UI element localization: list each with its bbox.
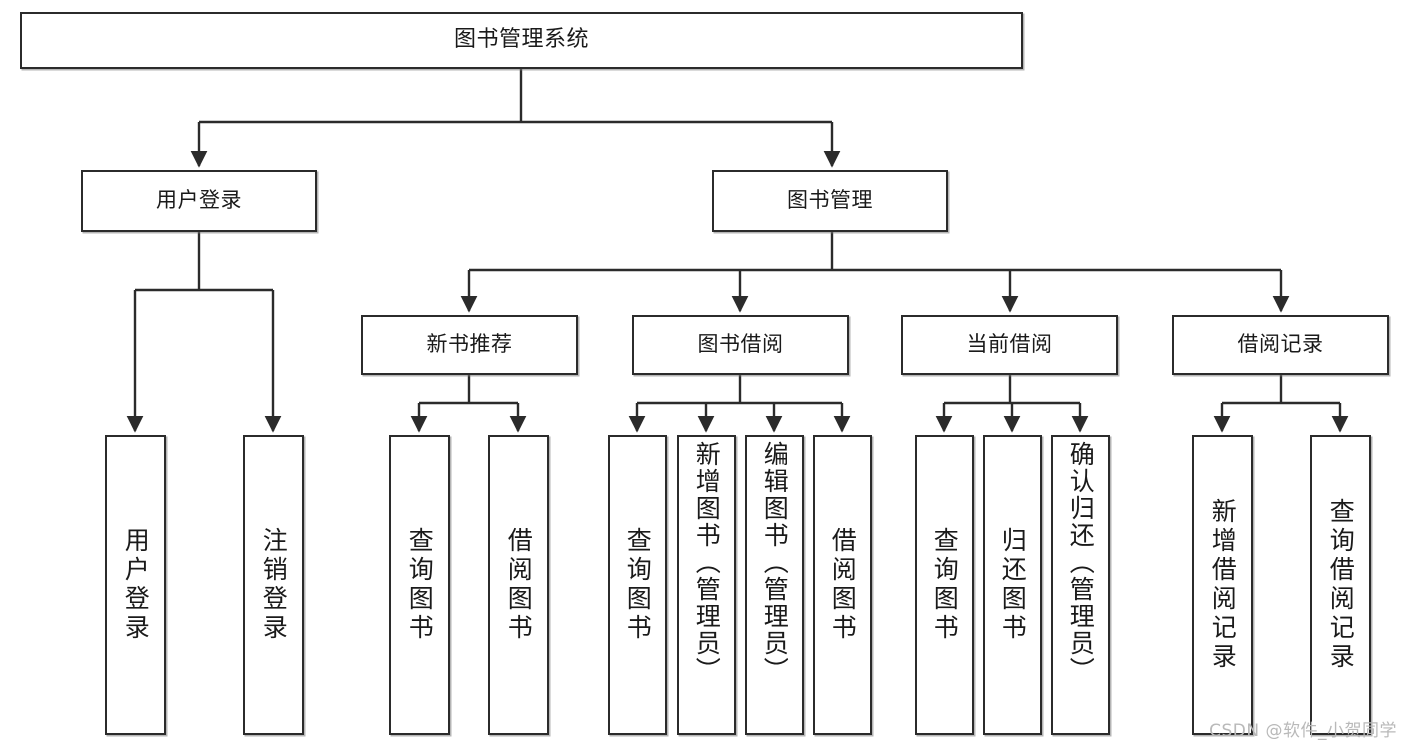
- node-label: 图书借阅: [697, 332, 784, 357]
- leaf-edit-book-admin[interactable]: 编辑图书（管理员）: [745, 435, 804, 735]
- leaf-logout[interactable]: 注销登录: [243, 435, 304, 735]
- node-label: 用户登录: [121, 527, 151, 643]
- node-current-borrow[interactable]: 当前借阅: [901, 315, 1118, 375]
- watermark-text: CSDN @软件_小贺同学: [1209, 721, 1397, 741]
- leaf-add-book-admin[interactable]: 新增图书（管理员）: [677, 435, 736, 735]
- node-label: 借阅图书: [828, 527, 858, 643]
- node-label: 借阅图书: [504, 527, 534, 643]
- node-borrow-record[interactable]: 借阅记录: [1172, 315, 1389, 375]
- leaf-query-book-recommend[interactable]: 查询图书: [389, 435, 450, 735]
- node-label: 查询借阅记录: [1326, 498, 1356, 672]
- node-label: 注销登录: [259, 527, 289, 643]
- node-book-management[interactable]: 图书管理: [712, 170, 948, 232]
- node-label: 查询图书: [623, 527, 653, 643]
- node-label: 借阅记录: [1237, 332, 1324, 357]
- leaf-borrow-book-recommend[interactable]: 借阅图书: [488, 435, 549, 735]
- node-label: 查询图书: [930, 527, 960, 643]
- leaf-return-book[interactable]: 归还图书: [983, 435, 1042, 735]
- node-label: 当前借阅: [966, 332, 1053, 357]
- node-label: 新增图书（管理员）: [692, 441, 722, 684]
- node-label: 编辑图书（管理员）: [760, 441, 790, 684]
- node-label: 查询图书: [405, 527, 435, 643]
- leaf-confirm-return-admin[interactable]: 确认归还（管理员）: [1051, 435, 1110, 735]
- node-book-borrow[interactable]: 图书借阅: [632, 315, 849, 375]
- node-label: 新增借阅记录: [1208, 498, 1238, 672]
- node-label: 图书管理: [787, 188, 873, 213]
- node-label: 用户登录: [156, 188, 242, 213]
- node-label: 归还图书: [998, 527, 1028, 643]
- node-root-book-management-system[interactable]: 图书管理系统: [20, 12, 1023, 69]
- node-label: 图书管理系统: [453, 27, 589, 53]
- leaf-query-book-borrow[interactable]: 查询图书: [608, 435, 667, 735]
- leaf-query-book-current[interactable]: 查询图书: [915, 435, 974, 735]
- leaf-borrow-book[interactable]: 借阅图书: [813, 435, 872, 735]
- leaf-query-borrow-record[interactable]: 查询借阅记录: [1310, 435, 1371, 735]
- node-user-login[interactable]: 用户登录: [81, 170, 317, 232]
- leaf-user-login[interactable]: 用户登录: [105, 435, 166, 735]
- node-label: 新书推荐: [426, 332, 513, 357]
- node-new-book-recommend[interactable]: 新书推荐: [361, 315, 578, 375]
- node-label: 确认归还（管理员）: [1066, 441, 1096, 684]
- leaf-add-borrow-record[interactable]: 新增借阅记录: [1192, 435, 1253, 735]
